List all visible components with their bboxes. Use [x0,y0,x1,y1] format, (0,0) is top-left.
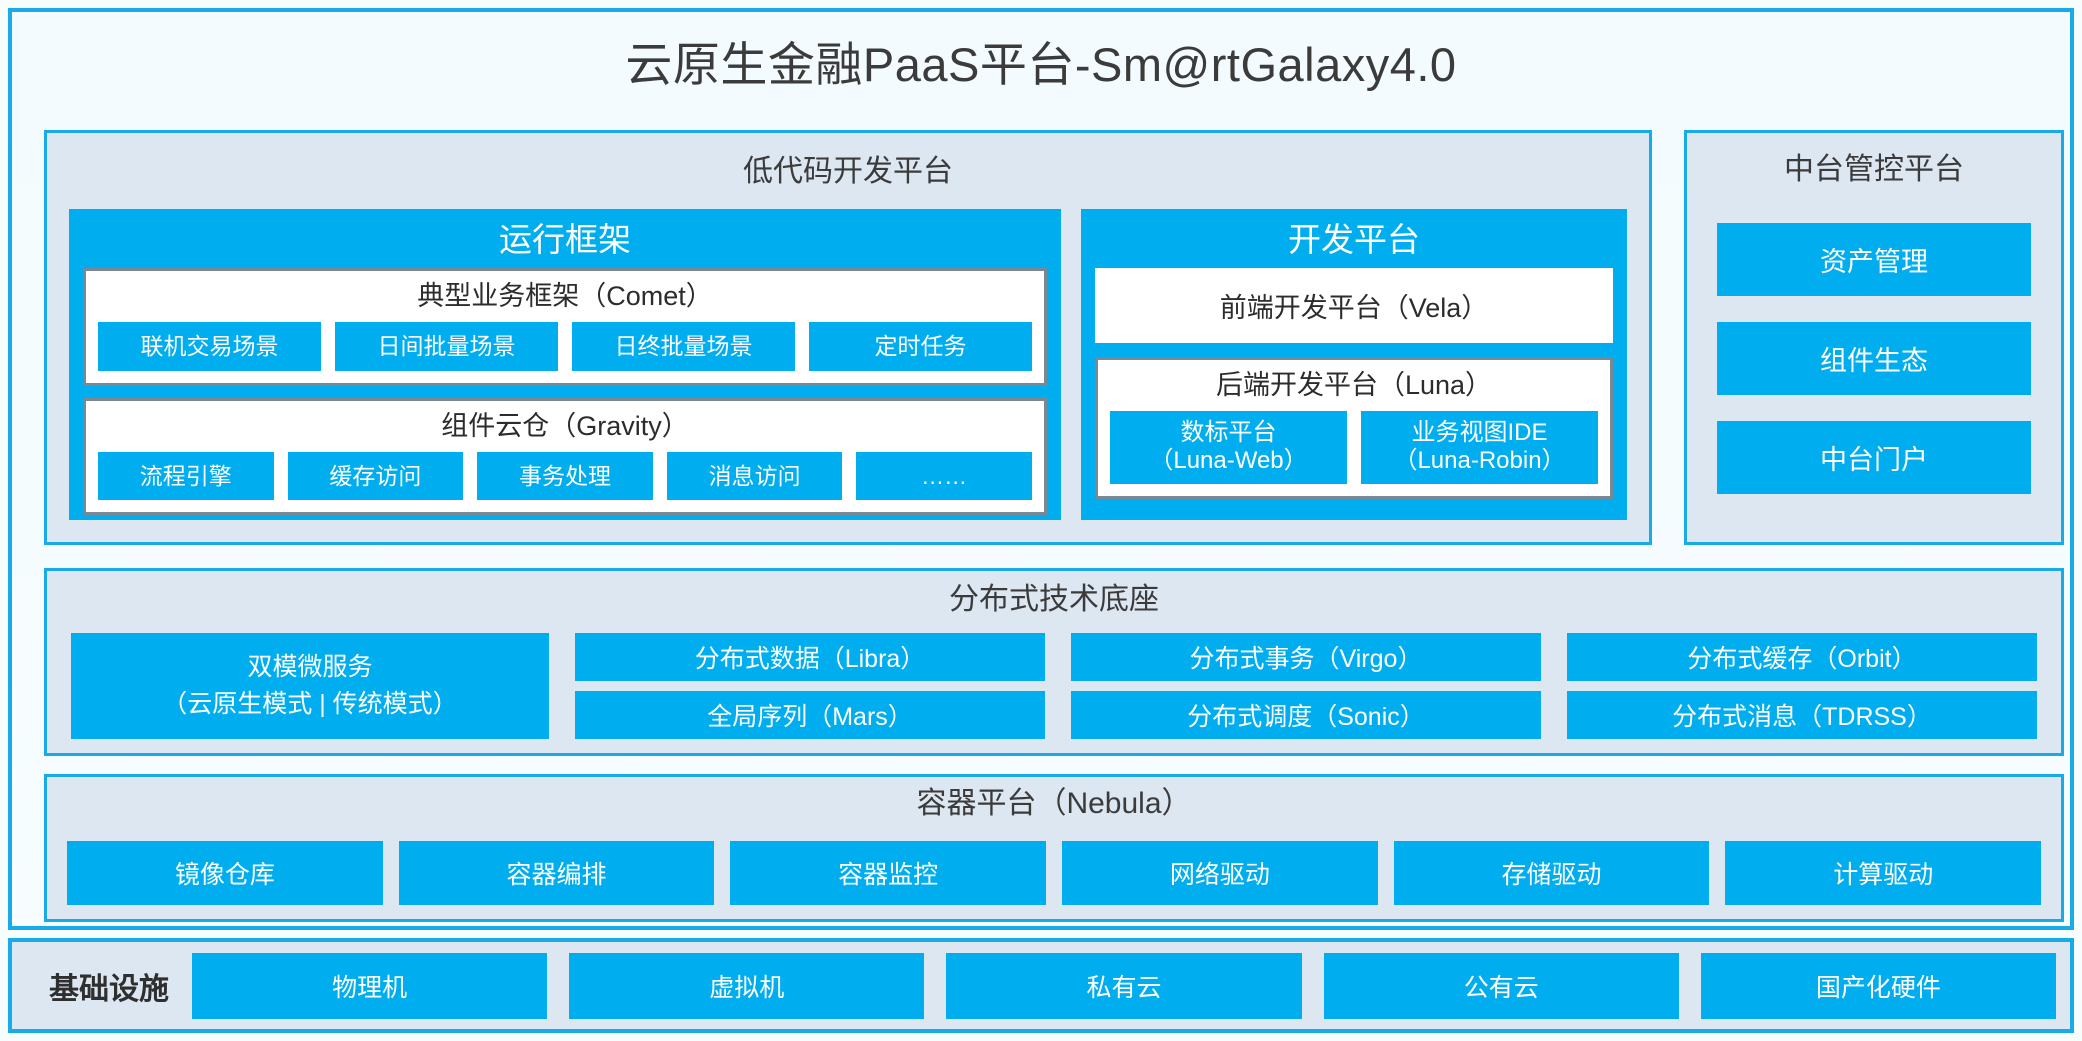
gravity-item[interactable]: 缓存访问 [287,451,464,501]
runtime-framework-title: 运行框架 [499,221,631,258]
luna-item-row: 数标平台 （Luna-Web） 业务视图IDE （Luna-Robin） [1110,411,1598,484]
infrastructure-item-domestic-hardware[interactable]: 国产化硬件 [1700,952,2057,1019]
luna-backend-card: 后端开发平台（Luna） 数标平台 （Luna-Web） 业务视图IDE （Lu… [1095,357,1613,499]
distributed-tech-base-panel: 分布式技术底座 双模微服务 （云原生模式 | 传统模式） 分布式数据（Libra… [44,568,2064,756]
gravity-title: 组件云仓（Gravity） [441,410,689,441]
infrastructure-item-private-cloud[interactable]: 私有云 [946,952,1302,1019]
infrastructure-item-public-cloud[interactable]: 公有云 [1323,952,1679,1019]
gravity-card: 组件云仓（Gravity） 流程引擎 缓存访问 事务处理 消息访问 …… [83,397,1047,516]
infrastructure-item-physical-machine[interactable]: 物理机 [192,952,548,1019]
development-platform-group: 开发平台 前端开发平台（Vela） 后端开发平台（Luna） 数标平台 （Lun… [1081,209,1627,520]
console-item-portal[interactable]: 中台门户 [1717,421,2031,494]
console-item-component-ecosystem[interactable]: 组件生态 [1717,322,2031,395]
gravity-item[interactable]: 事务处理 [477,451,653,501]
page-title: 云原生金融PaaS平台-Sm@rtGalaxy4.0 [625,38,1457,91]
infrastructure-item-virtual-machine[interactable]: 虚拟机 [569,952,925,1019]
distributed-tech-base-body: 双模微服务 （云原生模式 | 传统模式） 分布式数据（Libra） 全局序列（M… [71,633,2037,739]
console-platform-title: 中台管控平台 [1784,153,1964,186]
container-item-image-registry[interactable]: 镜像仓库 [67,841,383,905]
console-platform-panel: 中台管控平台 资产管理 组件生态 中台门户 [1684,130,2064,545]
container-item-network-driver[interactable]: 网络驱动 [1062,841,1378,905]
lowcode-platform-title: 低代码开发平台 [743,155,953,188]
lowcode-platform-body: 运行框架 典型业务框架（Comet） 联机交易场景 日间批量场景 日终批量场景 … [69,209,1627,520]
dtb-cell-tdrss[interactable]: 分布式消息（TDRSS） [1567,691,2037,739]
gravity-item[interactable]: 消息访问 [666,451,843,501]
luna-web-item[interactable]: 数标平台 （Luna-Web） [1110,411,1347,484]
container-platform-panel: 容器平台（Nebula） 镜像仓库 容器编排 容器监控 网络驱动 存储驱动 计算… [44,774,2064,922]
luna-robin-item[interactable]: 业务视图IDE （Luna-Robin） [1361,411,1598,484]
dual-mode-microservice-cell[interactable]: 双模微服务 （云原生模式 | 传统模式） [71,633,549,739]
dtb-cell-orbit[interactable]: 分布式缓存（Orbit） [1567,633,2037,681]
dtb-column-1: 分布式数据（Libra） 全局序列（Mars） [575,633,1045,739]
dtb-cell-libra[interactable]: 分布式数据（Libra） [575,633,1045,681]
comet-item[interactable]: 日终批量场景 [572,322,795,371]
comet-item[interactable]: 日间批量场景 [335,322,558,371]
console-item-asset-management[interactable]: 资产管理 [1717,223,2031,296]
distributed-tech-base-title: 分布式技术底座 [949,583,1159,616]
comet-title: 典型业务框架（Comet） [417,281,713,312]
infrastructure-item-list: 物理机 虚拟机 私有云 公有云 国产化硬件 [192,952,2057,1019]
luna-web-name: 数标平台 [1180,419,1277,447]
container-platform-body: 镜像仓库 容器编排 容器监控 网络驱动 存储驱动 计算驱动 [67,841,2042,905]
gravity-item[interactable]: 流程引擎 [98,451,274,501]
luna-robin-code: （Luna-Robin） [1393,446,1566,474]
infrastructure-label: 基础设施 [49,972,169,1006]
comet-card: 典型业务框架（Comet） 联机交易场景 日间批量场景 日终批量场景 定时任务 [83,268,1047,386]
infrastructure-panel: 基础设施 物理机 虚拟机 私有云 公有云 国产化硬件 [8,938,2074,1033]
runtime-framework-group: 运行框架 典型业务框架（Comet） 联机交易场景 日间批量场景 日终批量场景 … [69,209,1061,520]
container-item-compute-driver[interactable]: 计算驱动 [1725,841,2042,905]
container-item-monitoring[interactable]: 容器监控 [730,841,1047,905]
dtb-column-3: 分布式缓存（Orbit） 分布式消息（TDRSS） [1567,633,2037,739]
luna-robin-name: 业务视图IDE [1411,419,1548,447]
luna-backend-title: 后端开发平台（Luna） [1215,370,1493,401]
dtb-column-2: 分布式事务（Virgo） 分布式调度（Sonic） [1071,633,1541,739]
platform-frame: 云原生金融PaaS平台-Sm@rtGalaxy4.0 低代码开发平台 运行框架 … [8,8,2074,930]
comet-item[interactable]: 联机交易场景 [98,322,321,371]
dual-mode-microservice-line1: 双模微服务 [247,652,373,681]
vela-frontend-card[interactable]: 前端开发平台（Vela） [1095,268,1613,344]
comet-item[interactable]: 定时任务 [809,322,1032,371]
luna-web-code: （Luna-Web） [1149,446,1308,474]
dual-mode-microservice-line2: （云原生模式 | 传统模式） [162,690,458,718]
dtb-cell-virgo[interactable]: 分布式事务（Virgo） [1071,633,1541,681]
container-item-orchestration[interactable]: 容器编排 [398,841,715,905]
development-platform-title: 开发平台 [1288,221,1420,258]
container-platform-title: 容器平台（Nebula） [916,787,1192,820]
console-item-list: 资产管理 组件生态 中台门户 [1717,223,2031,518]
lowcode-platform-panel: 低代码开发平台 运行框架 典型业务框架（Comet） 联机交易场景 日间批量场景… [44,130,1652,545]
comet-item-row: 联机交易场景 日间批量场景 日终批量场景 定时任务 [98,322,1032,371]
gravity-item-more[interactable]: …… [856,451,1032,501]
dtb-cell-sonic[interactable]: 分布式调度（Sonic） [1071,691,1541,739]
dtb-cell-mars[interactable]: 全局序列（Mars） [575,691,1045,739]
container-item-storage-driver[interactable]: 存储驱动 [1393,841,1710,905]
gravity-item-row: 流程引擎 缓存访问 事务处理 消息访问 …… [98,451,1032,501]
